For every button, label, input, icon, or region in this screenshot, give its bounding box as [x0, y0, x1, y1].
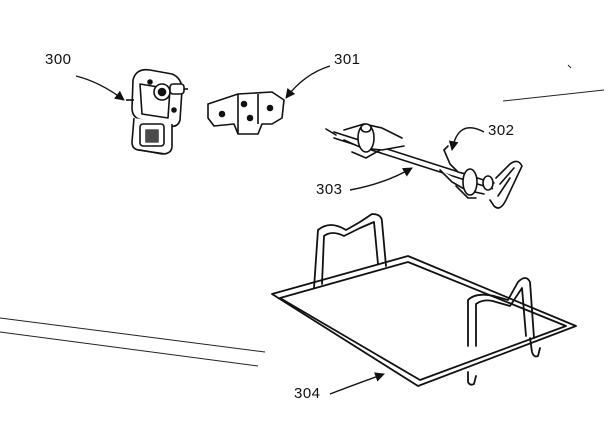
- leader-arrow-303: [349, 167, 413, 191]
- callout-label-304: 304: [294, 385, 321, 402]
- leader-arrow-300: [75, 75, 125, 101]
- bracket-part-301: [207, 91, 285, 135]
- callout-label-301: 301: [334, 51, 361, 68]
- leader-arrow-301: [285, 65, 331, 99]
- callout-label-300: 300: [45, 51, 72, 68]
- left-fork: [343, 123, 405, 159]
- leader-arrow-304: [329, 372, 385, 395]
- callout-label-302: 302: [488, 122, 515, 139]
- callout-label-303: 303: [316, 181, 343, 198]
- leader-arrows: [75, 65, 485, 395]
- rack-part-304: [271, 213, 577, 387]
- spit-fork-part-302: [439, 145, 485, 199]
- leader-arrow-302: [448, 127, 485, 151]
- motor-part-300: [126, 68, 188, 155]
- background-lines: [0, 64, 605, 367]
- spit-rod-part-303: [325, 128, 523, 209]
